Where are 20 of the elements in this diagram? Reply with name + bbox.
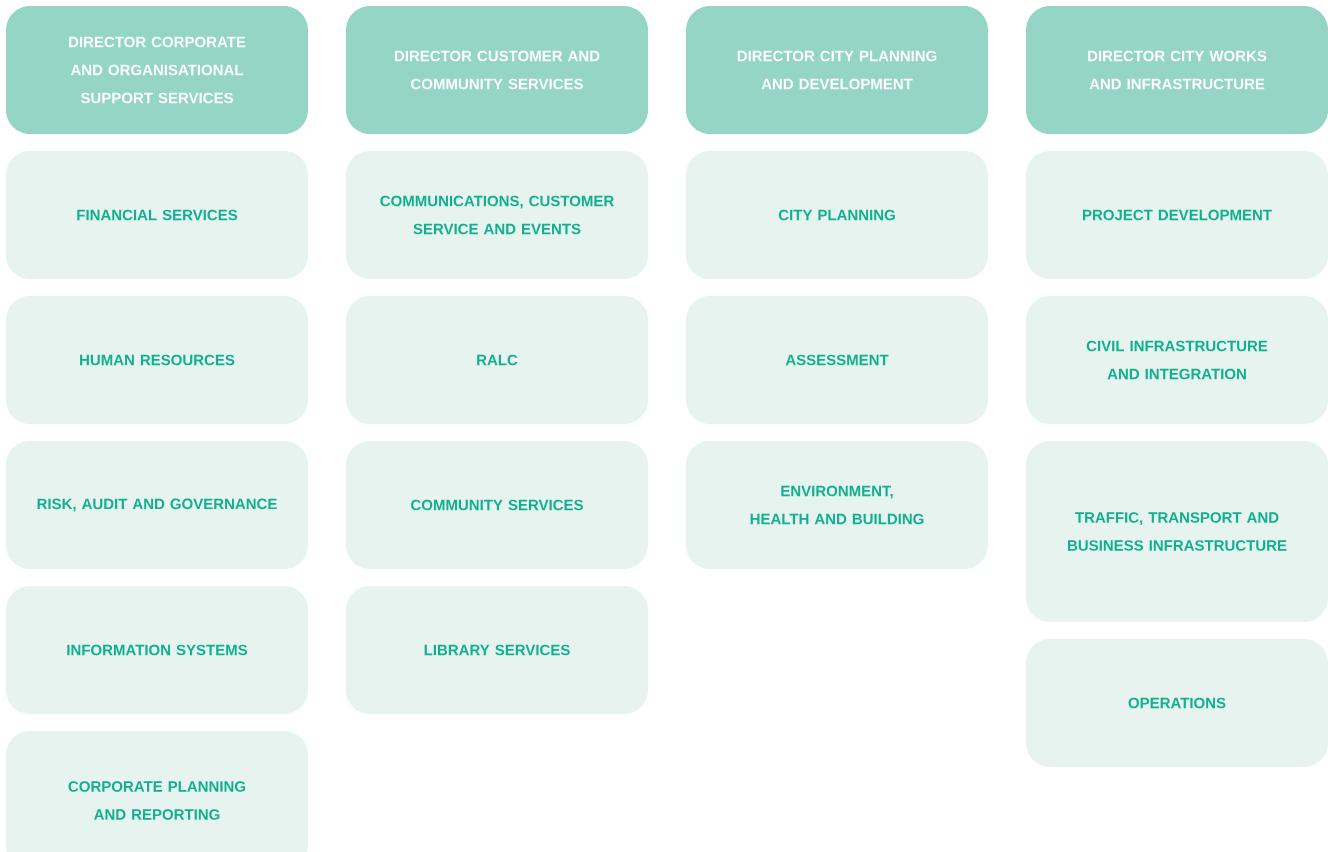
department-box: TRAFFIC, TRANSPORT AND BUSINESS INFRASTRUCTURE bbox=[1026, 441, 1328, 622]
department-box: FINANCIAL SERVICES bbox=[6, 151, 308, 279]
department-box: OPERATIONS bbox=[1026, 639, 1328, 767]
director-box: DIRECTOR CITY WORKS AND INFRASTRUCTURE bbox=[1026, 6, 1328, 134]
department-box: PROJECT DEVELOPMENT bbox=[1026, 151, 1328, 279]
director-box: DIRECTOR CORPORATE AND ORGANISATIONAL SUPPORT SERVICES bbox=[6, 6, 308, 134]
director-box: DIRECTOR CUSTOMER AND COMMUNITY SERVICES bbox=[346, 6, 648, 134]
department-box: CORPORATE PLANNING AND REPORTING bbox=[6, 731, 308, 852]
department-box: RISK, AUDIT AND GOVERNANCE bbox=[6, 441, 308, 569]
department-box: ASSESSMENT bbox=[686, 296, 988, 424]
department-box: COMMUNITY SERVICES bbox=[346, 441, 648, 569]
department-box: ENVIRONMENT, HEALTH AND BUILDING bbox=[686, 441, 988, 569]
department-box: COMMUNICATIONS, CUSTOMER SERVICE AND EVENTS bbox=[346, 151, 648, 279]
department-box: CITY PLANNING bbox=[686, 151, 988, 279]
department-box: HUMAN RESOURCES bbox=[6, 296, 308, 424]
director-box: DIRECTOR CITY PLANNING AND DEVELOPMENT bbox=[686, 6, 988, 134]
department-box: RALC bbox=[346, 296, 648, 424]
department-box: LIBRARY SERVICES bbox=[346, 586, 648, 714]
department-box: INFORMATION SYSTEMS bbox=[6, 586, 308, 714]
department-box: CIVIL INFRASTRUCTURE AND INTEGRATION bbox=[1026, 296, 1328, 424]
